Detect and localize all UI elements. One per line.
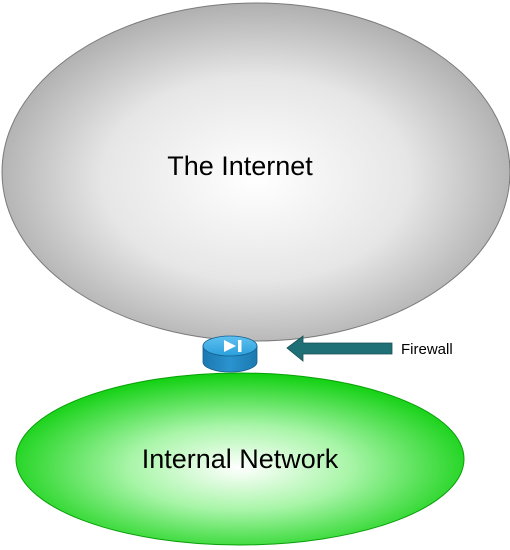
firewall-arrow: [286, 335, 393, 362]
firewall-label: Firewall: [401, 341, 453, 358]
internal-network-label: Internal Network: [142, 444, 339, 474]
internal-network-ellipse: [15, 372, 465, 546]
internet-cloud: The Internet: [1, 2, 510, 342]
internet-label: The Internet: [167, 151, 313, 181]
firewall-icon: [202, 335, 258, 373]
internal-network-cloud: Internal Network: [15, 372, 465, 546]
internet-ellipse: [1, 2, 510, 342]
